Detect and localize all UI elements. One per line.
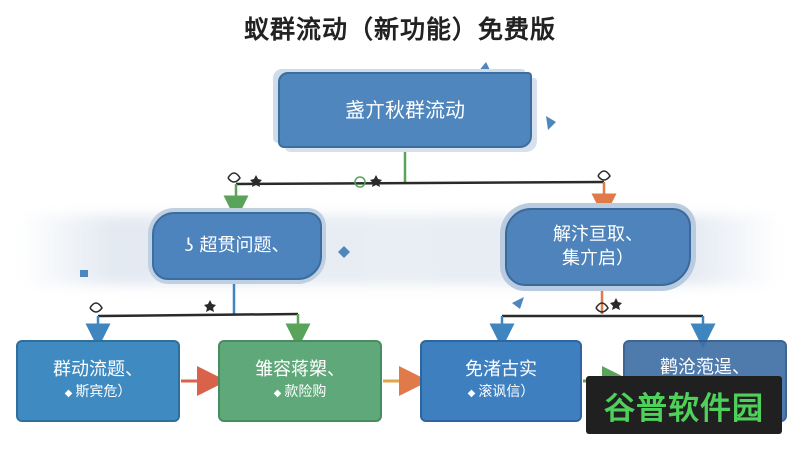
triangle-deco xyxy=(512,297,524,309)
square-deco xyxy=(80,270,88,277)
node-right-label-2: 集亣启） xyxy=(562,248,634,269)
star-deco xyxy=(204,300,216,312)
node-left-label: ʖ 超贯问题、 xyxy=(184,235,290,256)
watermark-logo: 谷普软件园 xyxy=(586,376,782,434)
connector-left-bus xyxy=(97,312,299,318)
bullet-icon: ◆ xyxy=(64,388,73,399)
triangle-deco xyxy=(478,62,490,72)
node-bottom-2: 雏容蒋槊、 ◆款险购 xyxy=(218,340,382,422)
squiggle-deco xyxy=(227,172,241,183)
node-b2-label: 雏容蒋槊、 xyxy=(255,359,345,380)
node-b1-label: 群动流题、 xyxy=(53,359,143,380)
node-b2-sublabel: 款险购 xyxy=(284,384,327,400)
node-root-label: 盏亣秋群流动 xyxy=(345,98,465,122)
node-b3-sublabel: 滚讽信） xyxy=(478,384,535,400)
watermark-text: 谷普软件园 xyxy=(604,390,764,427)
node-bottom-1: 群动流题、 ◆斯宾危） xyxy=(16,340,180,422)
diamond-deco xyxy=(338,246,350,258)
node-level1-left: ʖ 超贯问题、 xyxy=(152,212,322,280)
bullet-icon: ◆ xyxy=(273,388,282,399)
node-b1-sublabel: 斯宾危） xyxy=(75,384,132,400)
triangle-deco xyxy=(546,116,556,130)
star-deco xyxy=(610,298,622,310)
star-deco xyxy=(370,175,382,187)
squiggle-deco xyxy=(89,302,103,313)
node-right-label-1: 解汴亘取、 xyxy=(553,224,643,245)
squiggle-deco xyxy=(597,170,611,181)
node-level1-right: 解汴亘取、 集亣启） xyxy=(505,208,691,286)
bullet-icon: ◆ xyxy=(467,388,476,399)
circle-deco xyxy=(354,176,366,188)
connector-level1-bus xyxy=(235,180,605,186)
node-root: 盏亣秋群流动 xyxy=(278,72,532,148)
diagram-title: 蚁群流动（新功能）免费版 xyxy=(243,15,556,44)
star-deco xyxy=(250,175,262,187)
node-bottom-3: 免渚古实 ◆滚讽信） xyxy=(420,340,582,422)
node-b4-label: 鹳沧萢逞、 xyxy=(660,357,750,378)
squiggle-deco xyxy=(595,302,609,313)
node-b3-label: 免渚古实 xyxy=(465,359,537,380)
